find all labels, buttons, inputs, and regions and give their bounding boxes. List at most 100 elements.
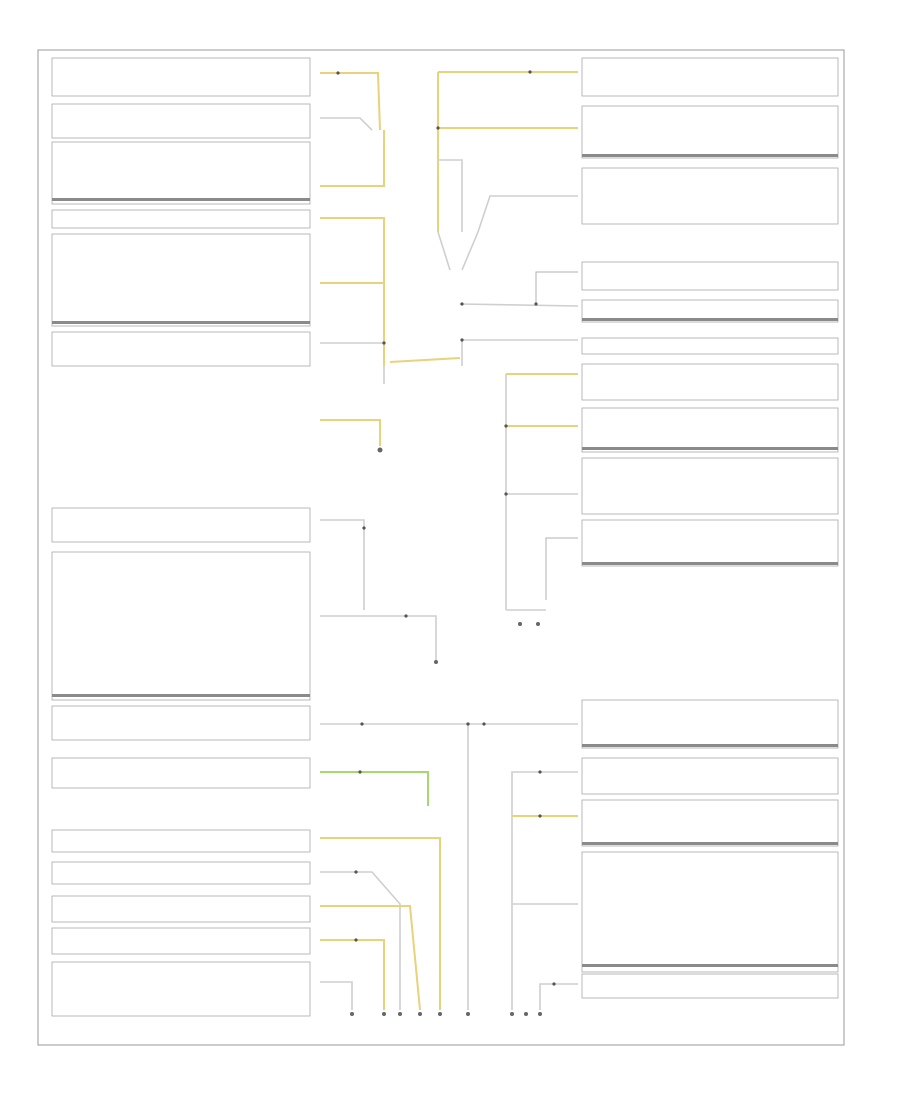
- left-box-15: [51, 961, 311, 1017]
- wire-39: [320, 939, 385, 1010]
- ground-symbols: [350, 447, 542, 1016]
- left-box-5-bar: [52, 321, 310, 324]
- left-box-11: [51, 829, 311, 853]
- wire-8: [389, 357, 461, 363]
- ground-point: [438, 1012, 442, 1016]
- dot: [538, 814, 542, 818]
- right-box-10-bar: [582, 562, 838, 565]
- right-box-13: [581, 799, 839, 847]
- left-box-1: [51, 57, 311, 97]
- dot: [354, 870, 358, 874]
- left-box-8-bar: [52, 694, 310, 697]
- right-box-8: [581, 407, 839, 453]
- left-box-9: [51, 705, 311, 741]
- ground-point: [350, 1012, 354, 1016]
- ground-point: [524, 1012, 528, 1016]
- right-box-12: [581, 757, 839, 795]
- wire-13: [438, 159, 463, 232]
- left-box-14: [51, 927, 311, 955]
- dot: [466, 722, 470, 726]
- left-box-8: [51, 551, 311, 701]
- ground-point: [434, 660, 438, 664]
- left-component-boxes: [51, 57, 311, 1017]
- wire-40: [320, 981, 353, 1010]
- wire-28: [320, 615, 437, 660]
- right-component-boxes: [581, 57, 839, 999]
- ground-point: [398, 1012, 402, 1016]
- right-box-14-bar: [582, 964, 838, 967]
- wire-35: [539, 983, 578, 1010]
- wire-4: [320, 217, 385, 366]
- dot: [436, 126, 440, 130]
- left-box-6: [51, 331, 311, 367]
- ground-point: [538, 1012, 542, 1016]
- wire-1: [320, 72, 381, 131]
- wire-16: [461, 231, 479, 271]
- dot: [460, 302, 464, 306]
- right-box-13-bar: [582, 842, 838, 845]
- wire-3: [320, 130, 385, 187]
- wire-14: [477, 195, 578, 233]
- dot: [482, 722, 486, 726]
- right-box-9: [581, 457, 839, 515]
- ground-point: [510, 1012, 514, 1016]
- left-box-4: [51, 209, 311, 229]
- right-box-5-bar: [582, 318, 838, 321]
- ground-point: [377, 447, 383, 453]
- right-box-11-bar: [582, 744, 838, 747]
- wire-38: [320, 905, 421, 1011]
- dot: [534, 302, 538, 306]
- wire-17: [459, 303, 579, 307]
- wire-37: [320, 871, 401, 1010]
- right-box-10: [581, 519, 839, 567]
- ground-point: [418, 1012, 422, 1016]
- wire-25: [545, 537, 578, 600]
- right-box-4: [581, 261, 839, 291]
- left-box-10: [51, 757, 311, 789]
- dot: [354, 938, 358, 942]
- wire-15: [437, 231, 451, 271]
- connector-dots: [336, 70, 556, 986]
- left-box-12: [51, 861, 311, 885]
- ground-point: [536, 622, 540, 626]
- left-box-7: [51, 507, 311, 543]
- wire-36: [320, 837, 441, 1010]
- wire-32: [511, 771, 578, 1010]
- dot: [528, 70, 532, 74]
- right-box-11: [581, 699, 839, 749]
- diagram-frame: [37, 49, 845, 1046]
- dot: [362, 526, 366, 530]
- right-box-15: [581, 973, 839, 999]
- ground-point: [518, 622, 522, 626]
- right-box-6: [581, 337, 839, 355]
- left-box-2: [51, 103, 311, 139]
- dot: [504, 424, 508, 428]
- right-box-5: [581, 299, 839, 323]
- wire-18: [535, 271, 578, 304]
- dot: [404, 614, 408, 618]
- dot: [504, 492, 508, 496]
- dot: [336, 71, 340, 75]
- right-box-8-bar: [582, 447, 838, 450]
- wire-2: [320, 117, 373, 131]
- wire-31: [320, 771, 429, 806]
- dot: [360, 722, 364, 726]
- ground-point: [382, 1012, 386, 1016]
- right-box-2: [581, 105, 839, 159]
- wires: [320, 71, 579, 1011]
- wire-9: [320, 419, 381, 446]
- dot: [358, 770, 362, 774]
- left-box-3: [51, 141, 311, 205]
- right-box-14: [581, 851, 839, 973]
- wire-27: [320, 519, 365, 610]
- left-box-13: [51, 895, 311, 923]
- ground-point: [466, 1012, 470, 1016]
- dot: [460, 338, 464, 342]
- left-box-3-bar: [52, 198, 310, 201]
- right-box-7: [581, 363, 839, 401]
- right-box-3: [581, 167, 839, 225]
- right-box-2-bar: [582, 154, 838, 157]
- dot: [538, 770, 542, 774]
- dot: [382, 341, 386, 345]
